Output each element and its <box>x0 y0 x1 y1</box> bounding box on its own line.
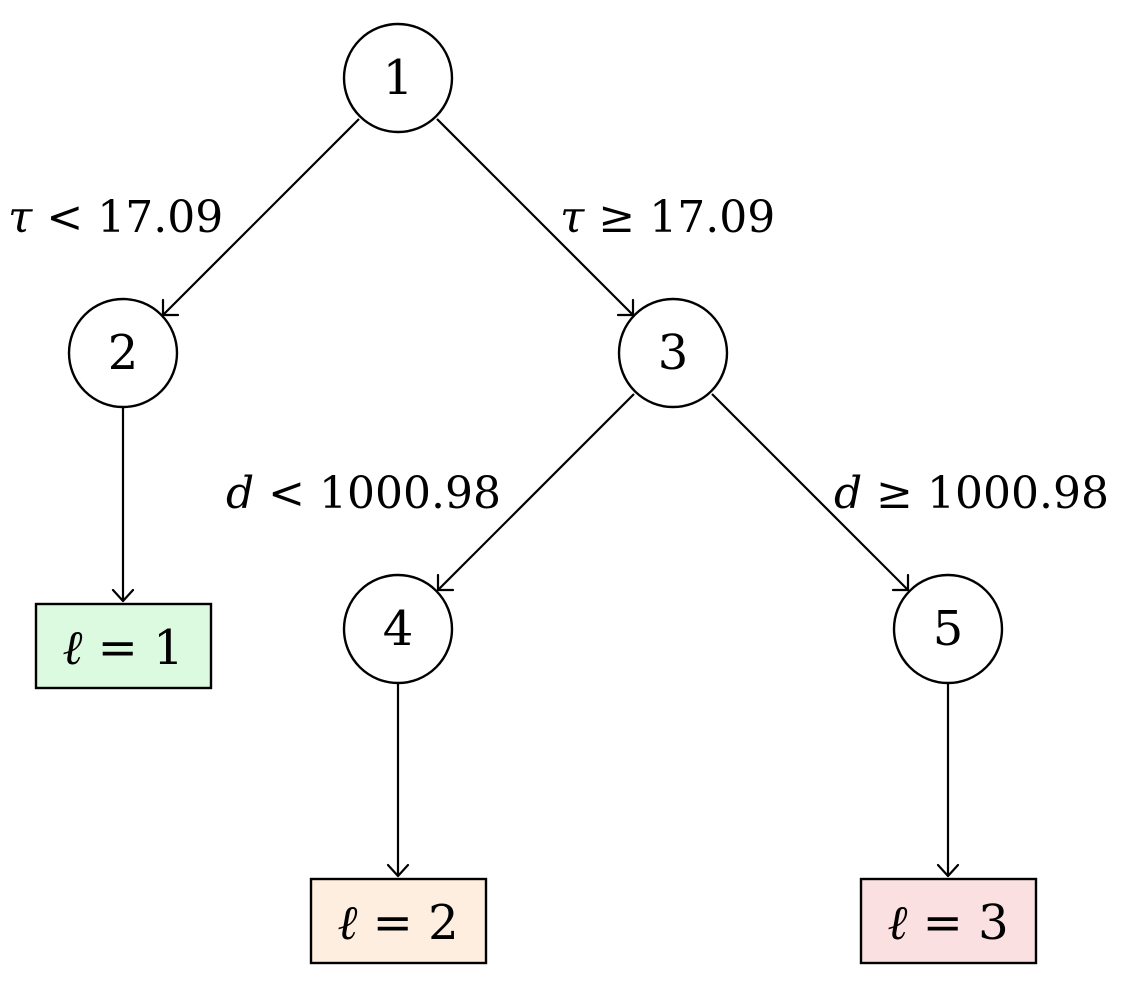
node-label-2: 2 <box>108 325 139 381</box>
node-label-4: 4 <box>383 601 414 657</box>
leaf-box-3 <box>859 877 1038 965</box>
edge-label-1-to-3: τ ≥ 17.09 <box>560 192 775 243</box>
edge-label-1-to-2: τ < 17.09 <box>8 192 223 243</box>
edge-3-to-4 <box>436 393 635 592</box>
tree-node-1: 1 <box>342 22 454 134</box>
node-label-3: 3 <box>658 325 689 381</box>
leaf-box-2 <box>309 877 488 965</box>
tree-node-4: 4 <box>342 573 454 685</box>
edge-label-3-to-4: d < 1000.98 <box>226 468 501 519</box>
edge-2-to-leaf-1 <box>111 408 135 603</box>
edge-5-to-leaf-3 <box>936 684 960 878</box>
leaf-label-3: ℓ = 3 <box>887 895 1008 951</box>
node-label-1: 1 <box>383 50 414 106</box>
tree-node-2: 2 <box>67 297 179 409</box>
leaf-label-2: ℓ = 2 <box>337 895 458 951</box>
edge-4-to-leaf-2 <box>386 684 410 878</box>
leaf-node-3: ℓ = 3 <box>859 877 1038 965</box>
edge-3-to-5 <box>711 393 910 592</box>
leaf-node-1: ℓ = 1 <box>34 602 213 690</box>
leaf-box-1 <box>34 602 213 690</box>
leaf-label-1: ℓ = 1 <box>62 620 183 676</box>
leaf-node-2: ℓ = 2 <box>309 877 488 965</box>
node-label-5: 5 <box>933 601 964 657</box>
edge-label-3-to-5: d ≥ 1000.98 <box>834 468 1109 519</box>
tree-node-5: 5 <box>892 573 1004 685</box>
tree-node-3: 3 <box>617 297 729 409</box>
